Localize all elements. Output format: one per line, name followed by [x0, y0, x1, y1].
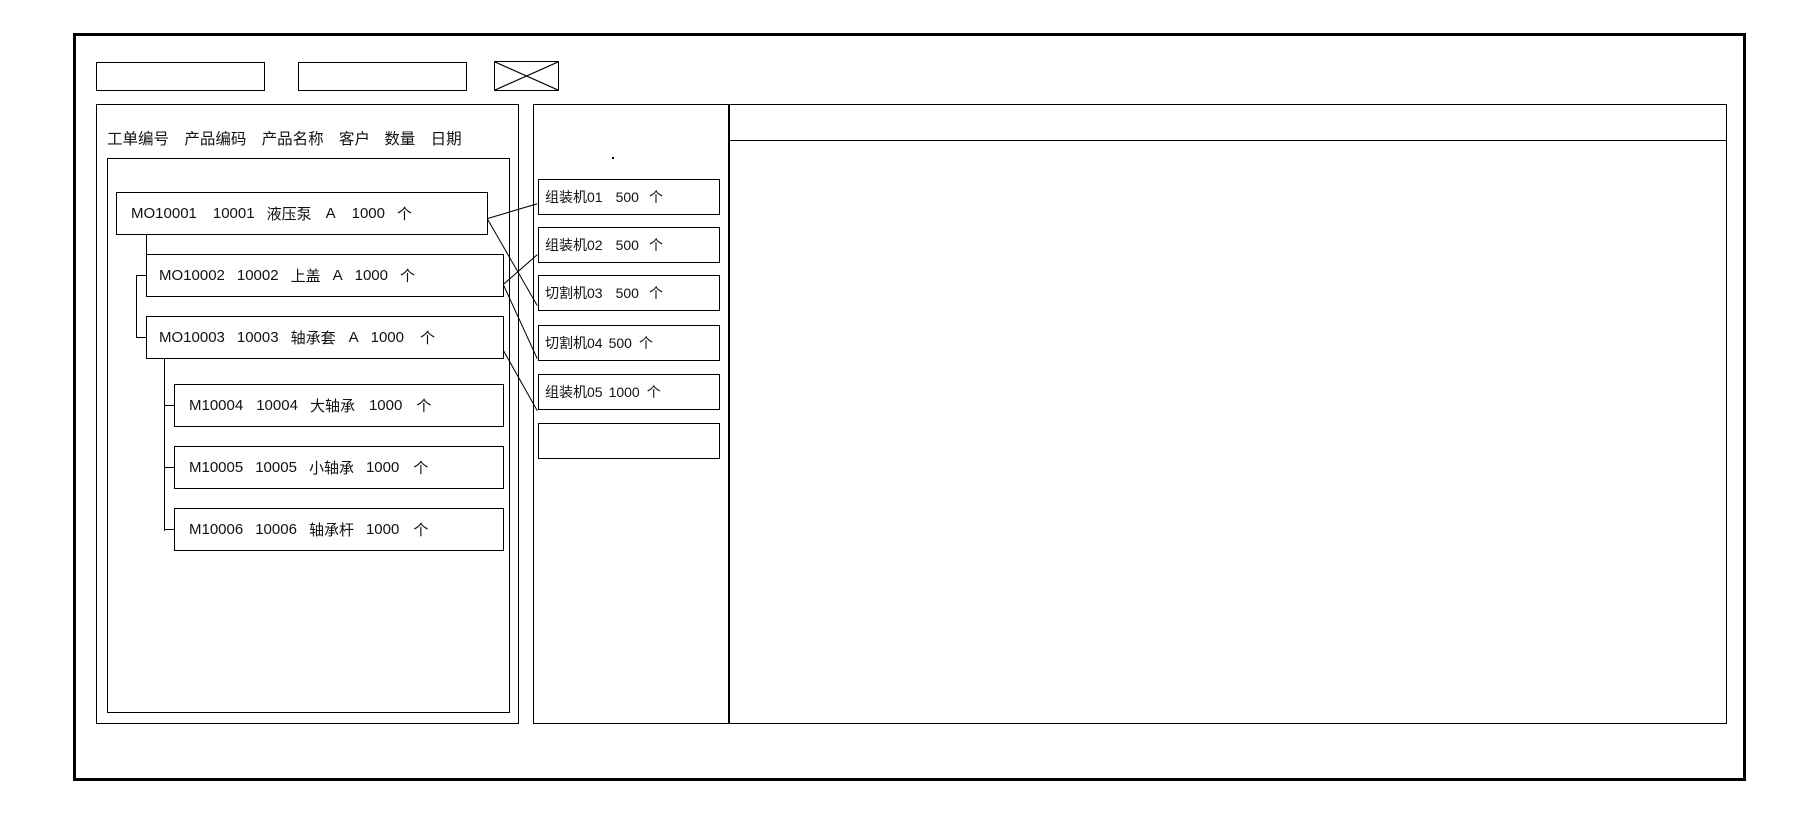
row-order-no: MO10002: [159, 267, 225, 284]
table-row[interactable]: M10004 10004 大轴承 1000 个: [174, 384, 504, 427]
tree-connector-horizontal-1: [136, 275, 147, 276]
list-item[interactable]: 切割机03 500 个: [538, 275, 720, 311]
column-header-quantity: 数量: [384, 131, 416, 148]
machine-name: 组装机01: [545, 189, 603, 205]
list-item[interactable]: 组装机01 500 个: [538, 179, 720, 215]
column-header-order-no: 工单编号: [107, 131, 170, 148]
machine-unit: 个: [638, 335, 653, 351]
detail-panel-body: [730, 141, 1726, 723]
panel-marker-dot: [612, 157, 614, 159]
column-header-product-name: 产品名称: [261, 131, 324, 148]
application-window: 工单编号 产品编码 产品名称 客户 数量 日期: [73, 33, 1746, 781]
toolbar: [96, 61, 559, 91]
row-product-name: 液压泵: [266, 206, 312, 223]
machine-quantity: 1000: [608, 384, 640, 400]
tree-connector-vertical-level1: [136, 275, 137, 338]
table-row[interactable]: M10006 10006 轴承杆 1000 个: [174, 508, 504, 551]
table-row[interactable]: M10005 10005 小轴承 1000 个: [174, 446, 504, 489]
row-product-name: 轴承套: [290, 330, 336, 347]
machine-name: 组装机02: [545, 237, 603, 253]
machine-empty-slot[interactable]: [538, 423, 720, 459]
machine-quantity: 500: [615, 189, 639, 205]
row-product-code: 10004: [256, 397, 298, 414]
row-quantity: 1000: [354, 267, 388, 284]
row-product-code: 10001: [212, 205, 255, 222]
row-product-name: 上盖: [290, 268, 321, 285]
machine-quantity: 500: [608, 335, 632, 351]
row-unit: 个: [400, 268, 416, 285]
row-quantity: 1000: [370, 329, 404, 346]
toolbar-field-one[interactable]: [96, 61, 265, 91]
row-quantity: 1000: [365, 459, 400, 476]
row-product-code: 10003: [236, 329, 279, 346]
row-unit: 个: [420, 330, 436, 347]
row-quantity: 1000: [365, 521, 400, 538]
column-header-customer: 客户: [338, 131, 370, 148]
row-order-no: M10006: [189, 521, 244, 538]
row-order-no: MO10003: [159, 329, 225, 346]
row-product-name: 小轴承: [308, 460, 354, 477]
machine-name: 切割机03: [545, 285, 603, 301]
detail-panel-divider: [730, 140, 1726, 141]
machine-name: 切割机04: [545, 335, 603, 351]
tree-connector-vertical-level2: [164, 359, 165, 531]
machine-unit: 个: [648, 237, 663, 253]
row-customer: A: [332, 267, 343, 284]
crossed-box-image-placeholder-icon[interactable]: [494, 61, 559, 91]
column-headers: 工单编号 产品编码 产品名称 客户 数量 日期: [107, 127, 462, 149]
row-customer: A: [325, 205, 336, 222]
tree-connector-horizontal-4: [164, 467, 175, 468]
machine-unit: 个: [648, 285, 663, 301]
row-product-code: 10005: [255, 459, 297, 476]
row-product-name: 轴承杆: [308, 522, 354, 539]
machine-allocation-panel: 组装机01 500 个 组装机02 500 个 切割机03 500 个 切割机0…: [533, 104, 729, 724]
row-quantity: 1000: [368, 397, 403, 414]
machine-unit: 个: [648, 189, 663, 205]
tree-connector-horizontal-2: [136, 337, 147, 338]
row-unit: 个: [416, 398, 432, 415]
content-area: 工单编号 产品编码 产品名称 客户 数量 日期: [96, 104, 1727, 762]
row-quantity: 1000: [351, 205, 385, 222]
work-order-list-panel: 工单编号 产品编码 产品名称 客户 数量 日期: [96, 104, 519, 724]
column-header-product-code: 产品编码: [184, 131, 247, 148]
row-product-code: 10006: [255, 521, 297, 538]
machine-name: 组装机05: [545, 384, 603, 400]
tree-connector-horizontal-5: [164, 529, 175, 530]
table-row[interactable]: MO10002 10002 上盖 A 1000 个: [146, 254, 504, 297]
list-item[interactable]: 切割机04 500 个: [538, 325, 720, 361]
list-item[interactable]: 组装机05 1000 个: [538, 374, 720, 410]
machine-quantity: 500: [615, 237, 639, 253]
row-order-no: M10005: [189, 459, 244, 476]
table-row[interactable]: MO10001 10001 液压泵 A 1000 个: [116, 192, 488, 235]
row-order-no: MO10001: [131, 205, 197, 222]
table-row[interactable]: MO10003 10003 轴承套 A 1000 个: [146, 316, 504, 359]
row-unit: 个: [413, 460, 429, 477]
row-unit: 个: [413, 522, 429, 539]
detail-panel: [729, 104, 1727, 724]
row-order-no: M10004: [189, 397, 244, 414]
list-item[interactable]: 组装机02 500 个: [538, 227, 720, 263]
tree-connector-horizontal-3: [164, 405, 175, 406]
work-order-tree: MO10001 10001 液压泵 A 1000 个 MO10002 10002…: [107, 158, 510, 713]
machine-quantity: 500: [615, 285, 639, 301]
row-product-name: 大轴承: [309, 398, 355, 415]
row-product-code: 10002: [236, 267, 279, 284]
row-unit: 个: [397, 206, 413, 223]
toolbar-field-two[interactable]: [298, 61, 467, 91]
column-header-date: 日期: [430, 131, 462, 148]
row-customer: A: [348, 329, 359, 346]
machine-unit: 个: [646, 384, 661, 400]
